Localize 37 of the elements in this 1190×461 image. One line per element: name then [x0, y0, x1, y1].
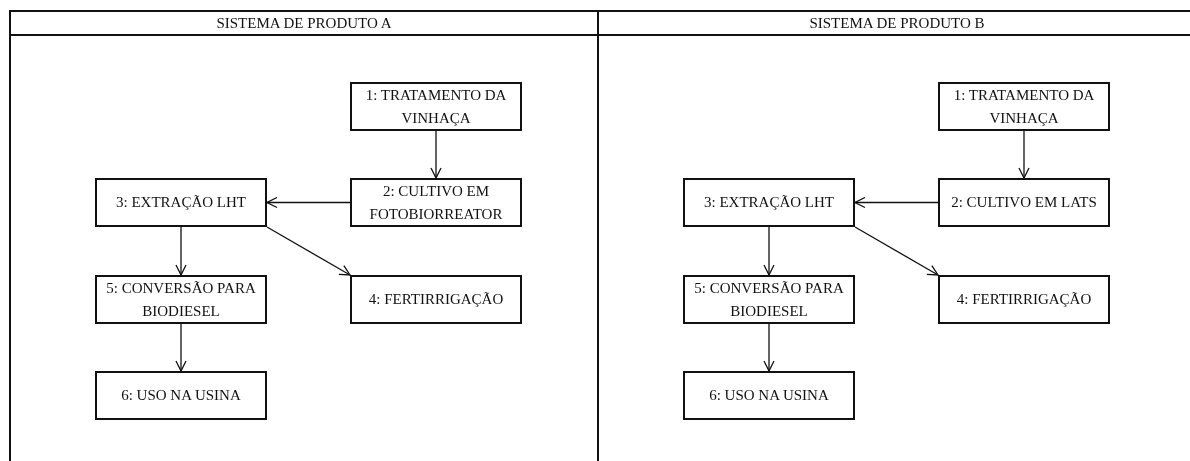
process-box	[938, 178, 1110, 227]
arrow	[266, 226, 351, 276]
process-box	[350, 178, 522, 227]
box-label: 5: CONVERSÃO PARA BIODIESEL	[693, 278, 845, 321]
panel-title: SISTEMA DE PRODUTO A	[216, 15, 392, 31]
box-label: 2: CULTIVO EM FOTOBIORREATOR	[368, 181, 504, 224]
box-label: 2: CULTIVO EM LATS	[951, 193, 1097, 212]
arrow	[175, 323, 187, 372]
process-box	[350, 82, 522, 131]
process-box	[95, 178, 267, 227]
arrow	[430, 130, 442, 179]
arrow	[763, 226, 775, 276]
box-label: 1: TRATAMENTO DA VINHAÇA	[364, 85, 508, 128]
arrow	[1018, 130, 1030, 179]
box-label: 5: CONVERSÃO PARA BIODIESEL	[105, 278, 257, 321]
arrow	[175, 226, 187, 276]
process-box	[683, 371, 855, 420]
process-box	[938, 82, 1110, 131]
box-label: 3: EXTRAÇÃO LHT	[704, 193, 834, 212]
process-box	[938, 275, 1110, 324]
arrow	[854, 196, 939, 209]
process-box	[95, 371, 267, 420]
arrow	[854, 226, 939, 276]
box-label: 3: EXTRAÇÃO LHT	[116, 193, 246, 212]
panel-title: SISTEMA DE PRODUTO B	[809, 15, 985, 31]
box-label: 4: FERTIRRIGAÇÃO	[956, 290, 1092, 309]
box-label: 6: USO NA USINA	[709, 386, 829, 405]
panel	[9, 10, 599, 461]
process-box	[683, 178, 855, 227]
box-label: 1: TRATAMENTO DA VINHAÇA	[952, 85, 1096, 128]
process-box	[95, 275, 267, 324]
box-label: 4: FERTIRRIGAÇÃO	[368, 290, 504, 309]
box-label: 6: USO NA USINA	[121, 386, 241, 405]
process-box	[683, 275, 855, 324]
process-box	[350, 275, 522, 324]
arrow	[266, 196, 351, 209]
arrow	[763, 323, 775, 372]
